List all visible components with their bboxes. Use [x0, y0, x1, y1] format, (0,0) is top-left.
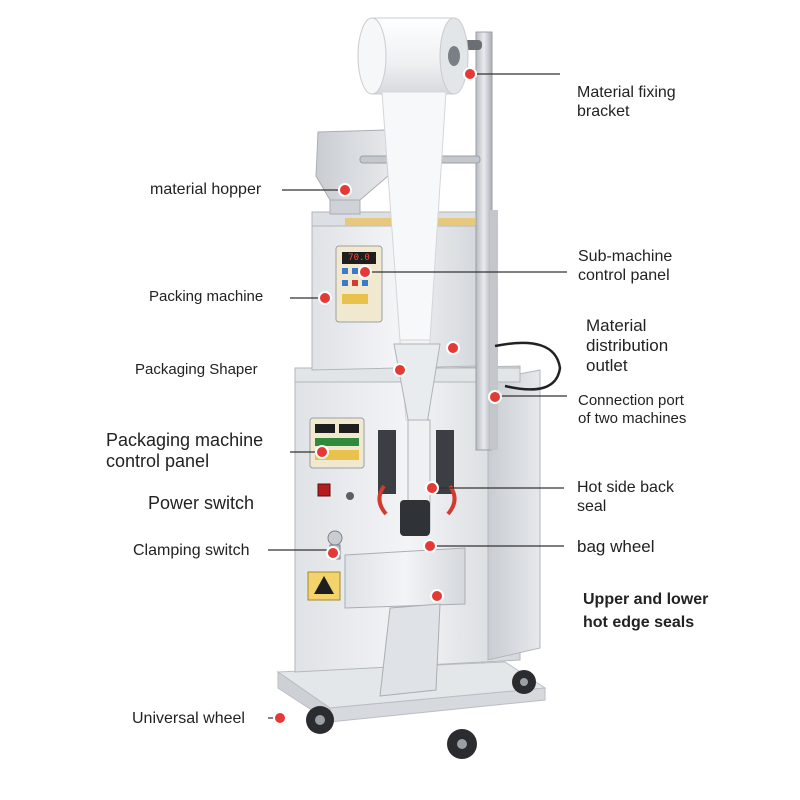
marker-packaging-panel	[315, 445, 329, 459]
marker-material-hopper	[338, 183, 352, 197]
wheels	[306, 670, 536, 759]
marker-universal-wheel	[273, 711, 287, 725]
marker-distribution-outlet	[446, 341, 460, 355]
label-packaging-shaper: Packaging Shaper	[135, 361, 258, 378]
material-hopper	[315, 129, 389, 215]
sub-panel-display: 70.0	[348, 253, 370, 263]
warning-sticker	[307, 571, 341, 601]
marker-hot-edge-seals	[430, 589, 444, 603]
marker-bag-wheel	[423, 539, 437, 553]
label-material-hopper: material hopper	[150, 181, 262, 198]
marker-hot-side-back-seal	[425, 481, 439, 495]
label-connection-port: Connection port of two machines	[578, 392, 687, 427]
marker-packing-machine	[318, 291, 332, 305]
connection-cable	[494, 341, 562, 391]
label-power-switch: Power switch	[148, 493, 255, 513]
marker-material-fixing-bracket	[463, 67, 477, 81]
label-packaging-machine-control-panel: Packaging machine control panel	[106, 430, 264, 472]
label-sub-machine-control-panel: Sub-machine control panel	[578, 248, 673, 284]
label-clamping-switch: Clamping switch	[133, 542, 250, 559]
marker-dots	[273, 67, 502, 725]
marker-packaging-shaper	[393, 363, 407, 377]
label-bag-wheel: bag wheel	[577, 537, 655, 556]
label-universal-wheel: Universal wheel	[132, 710, 245, 727]
label-material-fixing-bracket: Material fixing bracket	[577, 84, 676, 120]
label-hot-side-back-seal: Hot side back seal	[577, 479, 674, 515]
label-upper-lower-hot-edge-seals: Upper and lower hot edge seals	[583, 591, 709, 632]
marker-sub-machine-panel	[358, 265, 372, 279]
power-switch-shape	[317, 483, 354, 500]
marker-clamping-switch	[326, 546, 340, 560]
label-material-distribution-outlet: Material distribution outlet	[586, 316, 669, 376]
label-packing-machine: Packing machine	[149, 288, 264, 305]
film-roll	[357, 17, 469, 95]
packaging-panel	[309, 417, 365, 469]
leader-lines	[268, 73, 567, 719]
marker-connection-port	[488, 390, 502, 404]
